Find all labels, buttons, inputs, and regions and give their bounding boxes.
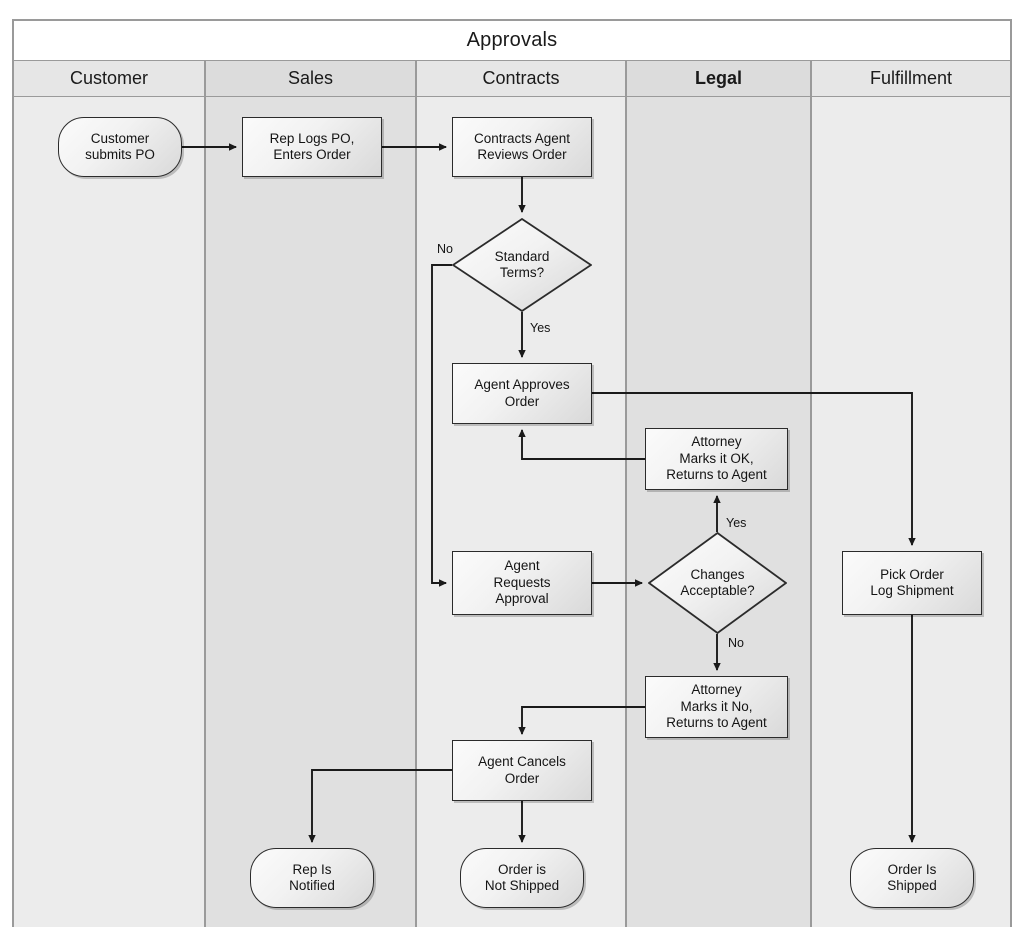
lane-body-fulfillment: [812, 97, 1010, 927]
lane-legal: Legal: [627, 61, 812, 927]
diamond-shape: [452, 218, 592, 312]
lane-body-customer: [14, 97, 204, 927]
lane-sales: Sales: [206, 61, 417, 927]
node-agent-approves-order[interactable]: Agent Approves Order: [452, 363, 592, 424]
node-order-is-shipped[interactable]: Order Is Shipped: [850, 848, 974, 908]
lane-customer: Customer: [14, 61, 206, 927]
node-label-pick-order: Pick Order Log Shipment: [870, 566, 954, 598]
diamond-shape: [648, 532, 787, 634]
node-label-attorney-marks-ok: Attorney Marks it OK, Returns to Agent: [666, 434, 767, 483]
node-standard-terms[interactable]: Standard Terms?: [452, 218, 592, 312]
node-order-is-not-shipped[interactable]: Order is Not Shipped: [460, 848, 584, 908]
lane-header-contracts[interactable]: Contracts: [417, 61, 625, 97]
node-label-changes-acceptable: Changes Acceptable?: [680, 566, 755, 598]
lane-header-fulfillment[interactable]: Fulfillment: [812, 61, 1010, 97]
node-label-order-is-shipped: Order Is Shipped: [887, 861, 937, 893]
lane-header-customer[interactable]: Customer: [14, 61, 204, 97]
node-label-order-is-not-shipped: Order is Not Shipped: [484, 861, 560, 893]
node-contracts-agent-review[interactable]: Contracts Agent Reviews Order: [452, 117, 592, 177]
label-standard-yes: Yes: [530, 321, 551, 335]
label-standard-no: No: [437, 242, 453, 256]
node-label-agent-requests-approval: Agent Requests Approval: [493, 558, 551, 607]
node-label-contracts-agent-review: Contracts Agent Reviews Order: [473, 130, 571, 162]
label-changes-no: No: [728, 636, 744, 650]
node-label-customer-submits-po: Customer submits PO: [85, 130, 155, 162]
lane-fulfillment: Fulfillment: [812, 61, 1010, 927]
node-label-rep-is-notified: Rep Is Notified: [289, 861, 335, 893]
lane-header-legal[interactable]: Legal: [627, 61, 810, 97]
node-label-agent-cancels-order: Agent Cancels Order: [478, 754, 566, 786]
node-agent-cancels-order[interactable]: Agent Cancels Order: [452, 740, 592, 801]
node-attorney-marks-no[interactable]: Attorney Marks it No, Returns to Agent: [645, 676, 788, 738]
node-customer-submits-po[interactable]: Customer submits PO: [58, 117, 182, 177]
node-label-standard-terms: Standard Terms?: [494, 248, 550, 280]
lane-body-sales: [206, 97, 415, 927]
node-label-agent-approves-order: Agent Approves Order: [474, 377, 570, 409]
lane-header-sales[interactable]: Sales: [206, 61, 415, 97]
pool-title: Approvals: [12, 19, 1012, 61]
node-label-attorney-marks-no: Attorney Marks it No, Returns to Agent: [666, 682, 767, 731]
node-agent-requests-approval[interactable]: Agent Requests Approval: [452, 551, 592, 615]
node-pick-order[interactable]: Pick Order Log Shipment: [842, 551, 982, 615]
node-rep-logs-po[interactable]: Rep Logs PO, Enters Order: [242, 117, 382, 177]
node-label-rep-logs-po: Rep Logs PO, Enters Order: [269, 130, 355, 162]
lane-body-legal: [627, 97, 810, 927]
node-rep-is-notified[interactable]: Rep Is Notified: [250, 848, 374, 908]
label-changes-yes: Yes: [726, 516, 747, 530]
node-changes-acceptable[interactable]: Changes Acceptable?: [648, 532, 787, 634]
node-attorney-marks-ok[interactable]: Attorney Marks it OK, Returns to Agent: [645, 428, 788, 490]
